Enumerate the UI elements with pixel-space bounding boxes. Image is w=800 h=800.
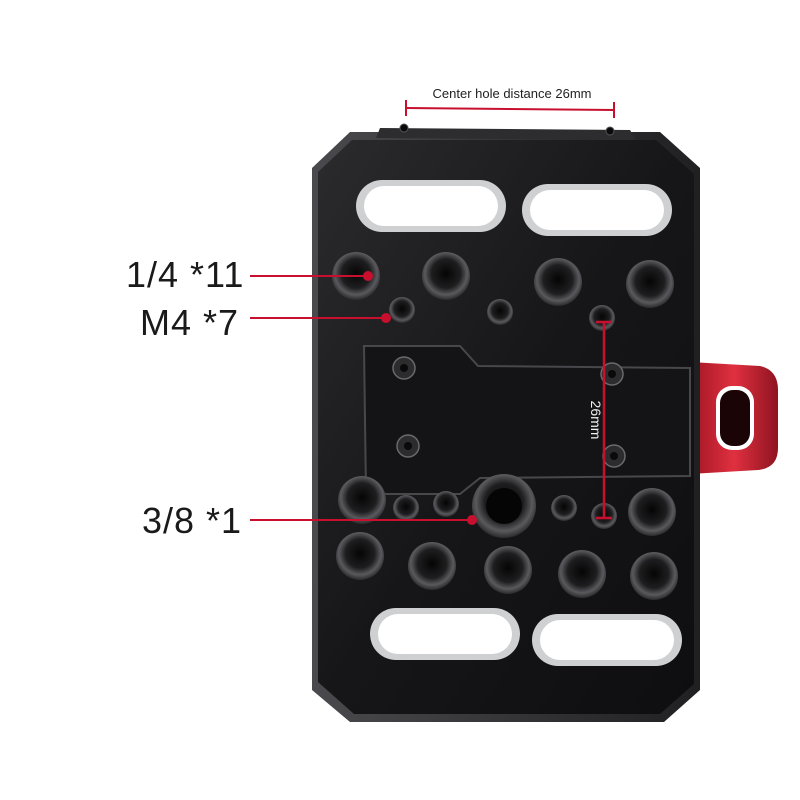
three-eighths-label: 3/8 *1 <box>142 500 243 541</box>
red-clamp-tab <box>690 362 778 474</box>
quarter-inch-label: 1/4 *11 <box>126 254 245 295</box>
top-slots <box>356 180 672 236</box>
center-distance-label: Center hole distance 26mm <box>432 86 592 101</box>
vertical-distance-label: 26mm <box>588 400 604 440</box>
bottom-slots <box>370 608 682 666</box>
m4-label: M4 *7 <box>140 302 240 343</box>
quarter-inch-holes <box>332 252 678 600</box>
vertical-distance-bracket <box>596 320 612 520</box>
mount-screws <box>392 356 626 468</box>
three-eighths-hole <box>472 474 536 538</box>
center-distance-bracket <box>405 100 615 118</box>
callout-lines <box>250 271 477 525</box>
